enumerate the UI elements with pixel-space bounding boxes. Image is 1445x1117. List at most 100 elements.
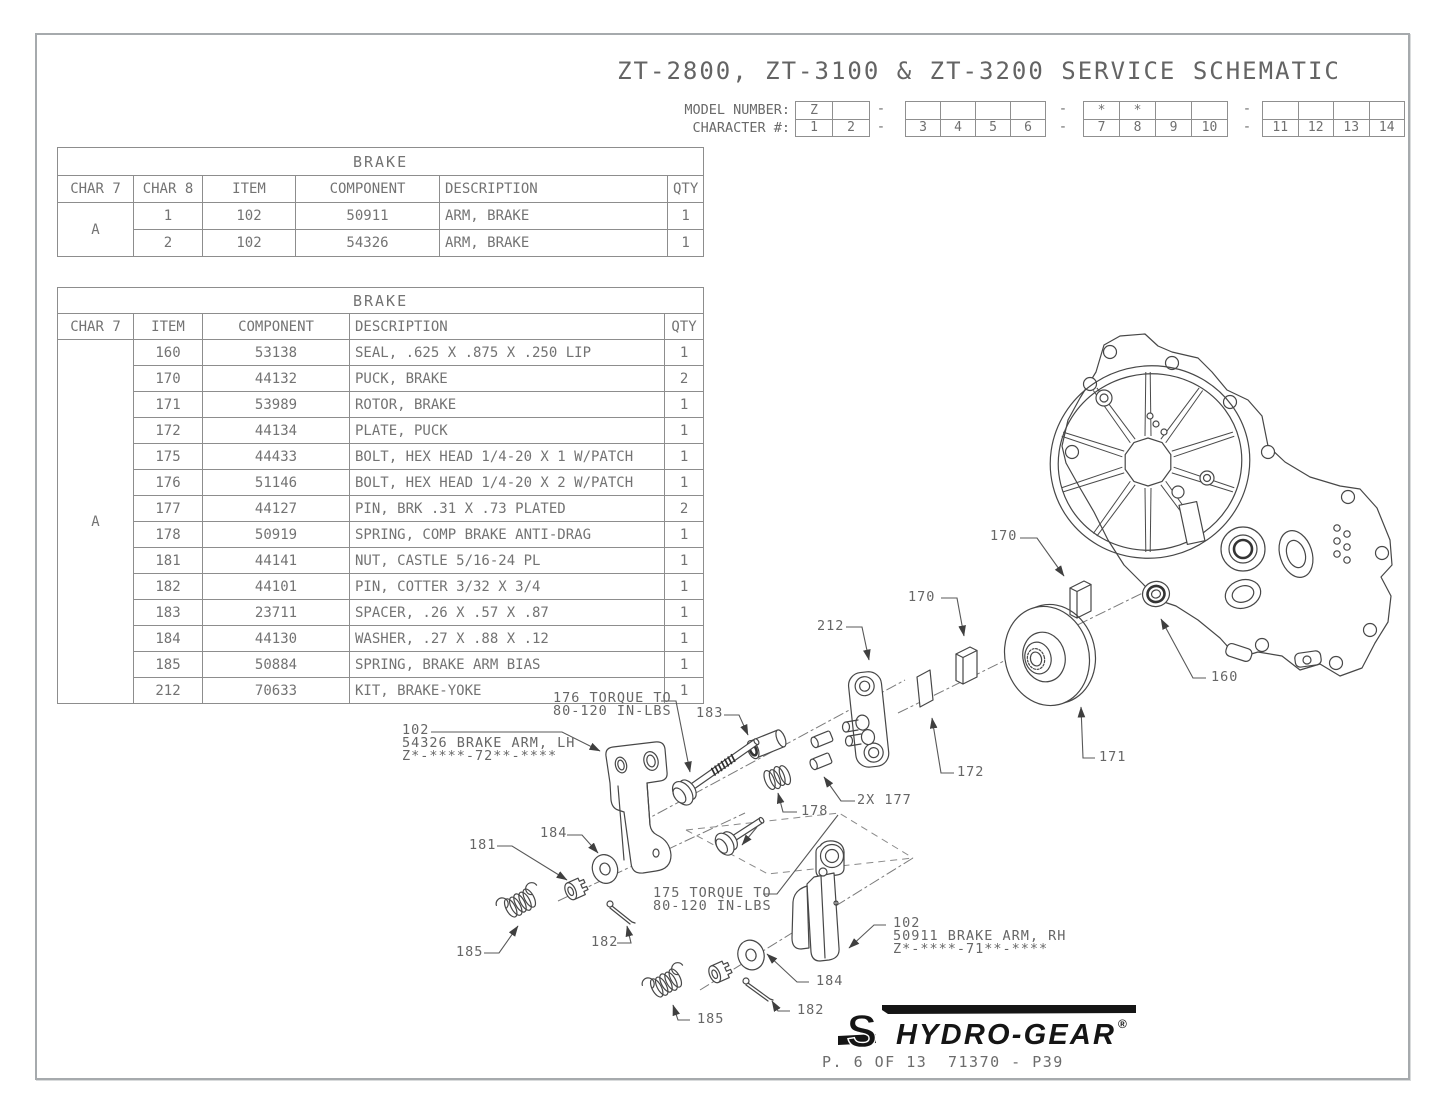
table-cell: PLATE, PUCK <box>349 417 665 444</box>
table-cell: KIT, BRAKE-YOKE <box>349 677 665 704</box>
logo-brand-text: HYDRO-GEAR <box>896 1019 1114 1051</box>
char-cell: 12 <box>1298 119 1334 137</box>
col-header: CHAR 7 <box>57 175 134 203</box>
model-cell <box>1156 102 1192 120</box>
char-cell: 13 <box>1334 119 1370 137</box>
table-cell: 171 <box>133 391 203 418</box>
part-brake-arm-lh <box>605 741 672 874</box>
col-header: ITEM <box>133 313 203 340</box>
callout-182-left: 182 <box>591 934 619 950</box>
part-spring-185-right <box>639 959 692 1004</box>
callout-160: 160 <box>1211 669 1239 685</box>
char-cell: 6 <box>1011 119 1046 137</box>
table-cell: SPACER, .26 X .57 X .87 <box>349 599 665 626</box>
char-cell: 2 <box>833 119 870 137</box>
separator-dash: -- <box>1242 101 1252 135</box>
model-cell <box>1334 102 1370 120</box>
part-cotter-182-right <box>742 977 774 1002</box>
table-cell: 44101 <box>202 573 350 600</box>
table-cell: 2 <box>663 495 705 522</box>
table-cell: 44127 <box>202 495 350 522</box>
table-title-row: BRAKE <box>56 147 705 176</box>
table-cell: 182 <box>133 573 203 600</box>
footer-page-label: P. 6 OF 13 <box>822 1053 928 1071</box>
part-housing-cover <box>1049 333 1393 677</box>
table-cell: 1 <box>663 651 705 678</box>
callout-2x-177: 2X 177 <box>857 792 912 808</box>
char7-cell: A <box>57 202 134 257</box>
callout-185-left: 185 <box>456 944 484 960</box>
table-cell: 1 <box>663 677 705 704</box>
table-cell: SPRING, COMP BRAKE ANTI-DRAG <box>349 521 665 548</box>
callout-185-right: 185 <box>697 1011 725 1027</box>
model-number-label: MODEL NUMBER: <box>684 102 790 118</box>
callout-178: 178 <box>801 803 829 819</box>
char-cell: 4 <box>941 119 976 137</box>
model-number-labels: MODEL NUMBER: CHARACTER #: <box>628 101 790 137</box>
char-cell: 5 <box>976 119 1011 137</box>
footer-doc-number: 71370 - P39 <box>948 1053 1064 1071</box>
table-cell: WASHER, .27 X .88 X .12 <box>349 625 665 652</box>
callout-181: 181 <box>469 837 497 853</box>
table-cell: 23711 <box>202 599 350 626</box>
callout-172: 172 <box>957 764 985 780</box>
table-header-row: CHAR 7 CHAR 8 ITEM COMPONENT DESCRIPTION… <box>57 175 705 203</box>
char-cell: 14 <box>1369 119 1405 137</box>
char-cell: 1 <box>796 119 833 137</box>
model-cell <box>1298 102 1334 120</box>
brake-arm-table: BRAKE CHAR 7 CHAR 8 ITEM COMPONENT DESCR… <box>56 147 705 257</box>
model-cell <box>1369 102 1405 120</box>
part-castle-nut-181-right <box>705 958 735 986</box>
model-digit-group-4: 11 12 13 14 <box>1262 101 1405 137</box>
table-cell: 185 <box>133 651 203 678</box>
table-cell: 44433 <box>202 443 350 470</box>
table-cell: 2 <box>663 365 705 392</box>
table-title: BRAKE <box>56 147 705 176</box>
separator-dash: -- <box>876 101 886 135</box>
model-cell <box>1263 102 1299 120</box>
table-cell: 1 <box>663 469 705 496</box>
table-cell: 50919 <box>202 521 350 548</box>
table-cell: 1 <box>663 339 705 366</box>
part-bolt-175 <box>714 816 765 856</box>
hydro-gear-logo: S HYDRO-GEAR ® <box>838 1004 1136 1052</box>
char-cell: 9 <box>1156 119 1192 137</box>
logo-s-mark: S <box>847 1005 878 1052</box>
model-cell: * <box>1084 102 1120 120</box>
table-cell: PIN, BRK .31 X .73 PLATED <box>349 495 665 522</box>
part-pins-177 <box>809 730 834 771</box>
part-spring-178 <box>763 765 792 791</box>
sheet-border <box>35 33 1410 1080</box>
col-header: QTY <box>666 175 705 203</box>
part-washer-184-right <box>737 939 765 971</box>
part-washer-184-left <box>591 854 619 884</box>
leader-lines <box>431 537 1206 1021</box>
model-cell <box>1192 102 1228 120</box>
table-cell: 2 <box>133 229 203 257</box>
col-header: DESCRIPTION <box>439 175 668 203</box>
table-title: BRAKE <box>56 287 705 314</box>
part-puck-170-left <box>955 646 978 685</box>
table-cell: 53989 <box>202 391 350 418</box>
model-digit-group-1: Z 1 2 <box>795 101 870 137</box>
col-header: DESCRIPTION <box>349 313 665 340</box>
table-cell: PIN, COTTER 3/32 X 3/4 <box>349 573 665 600</box>
table-cell: 181 <box>133 547 203 574</box>
table-cell: ARM, BRAKE <box>439 229 668 257</box>
table-cell: 1 <box>663 573 705 600</box>
table-cell: 44130 <box>202 625 350 652</box>
model-cell: Z <box>796 102 833 120</box>
separator-dash: -- <box>1058 101 1068 135</box>
model-cell <box>906 102 941 120</box>
